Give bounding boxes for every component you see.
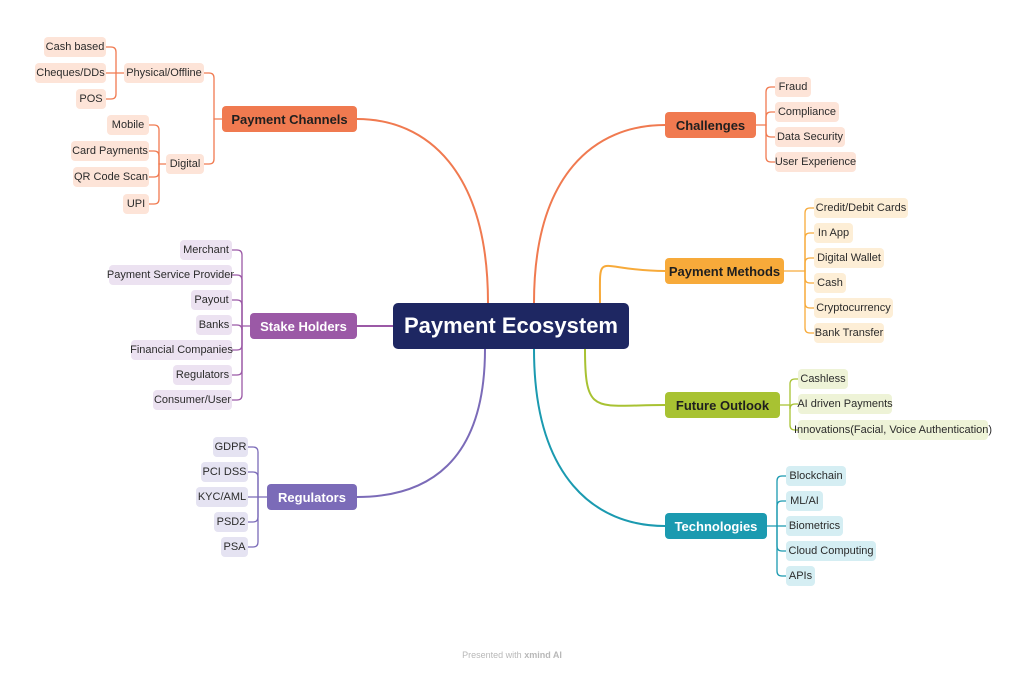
- branch-regulators[interactable]: Regulators: [267, 484, 357, 510]
- connector-digital-0: [148, 124, 160, 165]
- connector-physical-2: [105, 72, 117, 100]
- connector-technologies-4: [776, 525, 787, 577]
- leaf-pci-dss[interactable]: PCI DSS: [201, 462, 248, 482]
- connector-challenges: [533, 124, 666, 304]
- connector-regulators-0: [247, 446, 259, 498]
- connector-stakeholders-2: [231, 299, 243, 327]
- footer-prefix: Presented with: [462, 650, 522, 660]
- leaf-blockchain[interactable]: Blockchain: [786, 466, 846, 486]
- connector-channels-0: [203, 72, 215, 120]
- connector-methods-5: [804, 270, 815, 334]
- leaf-innovations[interactable]: Innovations(Facial, Voice Authentication…: [794, 420, 992, 440]
- leaf-apis[interactable]: APIs: [786, 566, 815, 586]
- footer-brand: xmind AI: [524, 650, 562, 660]
- leaf-compliance[interactable]: Compliance: [775, 102, 839, 122]
- leaf-financial-companies[interactable]: Financial Companies: [130, 340, 233, 360]
- leaf-pos[interactable]: POS: [76, 89, 106, 109]
- leaf-regulators[interactable]: Regulators: [173, 365, 232, 385]
- root-node[interactable]: Payment Ecosystem: [393, 303, 629, 349]
- connector-outlook-0: [789, 378, 799, 406]
- connector-digital-2: [148, 163, 160, 178]
- connector-challenges-2: [765, 124, 776, 138]
- connector-challenges-1: [765, 111, 776, 126]
- subbranch-physical-offline[interactable]: Physical/Offline: [124, 63, 204, 83]
- leaf-data-security[interactable]: Data Security: [775, 127, 845, 147]
- leaf-in-app[interactable]: In App: [814, 223, 853, 243]
- leaf-cloud-computing[interactable]: Cloud Computing: [786, 541, 876, 561]
- connector-technologies: [533, 348, 666, 527]
- connector-technologies-0: [776, 475, 787, 527]
- branch-future-outlook[interactable]: Future Outlook: [665, 392, 780, 418]
- footer-credit: Presented with xmind AI: [0, 650, 1024, 660]
- leaf-ai-driven-payments[interactable]: AI driven Payments: [797, 394, 893, 414]
- branch-challenges[interactable]: Challenges: [665, 112, 756, 138]
- connector-stakeholders-4: [231, 325, 243, 351]
- connector-outlook-2: [789, 404, 799, 431]
- connector-methods-4: [804, 270, 815, 309]
- leaf-kyc-aml[interactable]: KYC/AML: [196, 487, 248, 507]
- connector-methods-2: [804, 257, 815, 272]
- leaf-bank-transfer[interactable]: Bank Transfer: [814, 323, 884, 343]
- connector-methods-3: [804, 270, 815, 284]
- subbranch-digital[interactable]: Digital: [166, 154, 204, 174]
- leaf-mobile[interactable]: Mobile: [107, 115, 149, 135]
- leaf-cheques-dds[interactable]: Cheques/DDs: [35, 63, 106, 83]
- connector-payment-methods: [598, 264, 666, 304]
- connector-regulators: [356, 348, 486, 498]
- connector-stakeholders-0: [231, 249, 243, 327]
- connector-payment-channels: [356, 118, 489, 304]
- connector-channels-1: [203, 118, 215, 165]
- leaf-cash[interactable]: Cash: [814, 273, 846, 293]
- leaf-payment-service-provider[interactable]: Payment Service Provider: [107, 265, 234, 285]
- branch-technologies[interactable]: Technologies: [665, 513, 767, 539]
- leaf-cashless[interactable]: Cashless: [798, 369, 848, 389]
- leaf-biometrics[interactable]: Biometrics: [786, 516, 843, 536]
- leaf-upi[interactable]: UPI: [123, 194, 149, 214]
- connector-regulators-3: [247, 496, 259, 523]
- leaf-cash-based[interactable]: Cash based: [44, 37, 106, 57]
- leaf-digital-wallet[interactable]: Digital Wallet: [814, 248, 884, 268]
- connector-digital-1: [148, 150, 160, 165]
- connector-physical-0: [105, 46, 117, 74]
- connector-challenges-0: [765, 86, 776, 126]
- leaf-psa[interactable]: PSA: [221, 537, 248, 557]
- connector-digital-3: [148, 163, 160, 205]
- connector-technologies-1: [776, 500, 787, 527]
- leaf-psd2[interactable]: PSD2: [214, 512, 248, 532]
- connector-methods-0: [804, 207, 815, 272]
- leaf-banks[interactable]: Banks: [196, 315, 232, 335]
- branch-payment-channels[interactable]: Payment Channels: [222, 106, 357, 132]
- branch-payment-methods[interactable]: Payment Methods: [665, 258, 784, 284]
- leaf-consumer-user[interactable]: Consumer/User: [153, 390, 232, 410]
- leaf-user-experience[interactable]: User Experience: [775, 152, 856, 172]
- connector-stakeholders-1: [231, 274, 243, 327]
- leaf-merchant[interactable]: Merchant: [180, 240, 232, 260]
- leaf-qr-code-scan[interactable]: QR Code Scan: [73, 167, 149, 187]
- leaf-credit-debit-cards[interactable]: Credit/Debit Cards: [814, 198, 908, 218]
- connector-future-outlook: [584, 348, 666, 407]
- branch-stake-holders[interactable]: Stake Holders: [250, 313, 357, 339]
- connector-methods-1: [804, 232, 815, 272]
- leaf-fraud[interactable]: Fraud: [775, 77, 811, 97]
- leaf-cryptocurrency[interactable]: Cryptocurrency: [814, 298, 893, 318]
- connector-stakeholders-3: [231, 324, 243, 331]
- connector-regulators-4: [247, 496, 259, 548]
- connector-stakeholders-6: [231, 325, 243, 401]
- connector-regulators-1: [247, 471, 259, 498]
- leaf-card-payments[interactable]: Card Payments: [71, 141, 149, 161]
- leaf-gdpr[interactable]: GDPR: [213, 437, 248, 457]
- connector-challenges-3: [765, 124, 776, 163]
- leaf-ml-ai[interactable]: ML/AI: [786, 491, 823, 511]
- leaf-payout[interactable]: Payout: [191, 290, 232, 310]
- connector-technologies-3: [776, 525, 787, 552]
